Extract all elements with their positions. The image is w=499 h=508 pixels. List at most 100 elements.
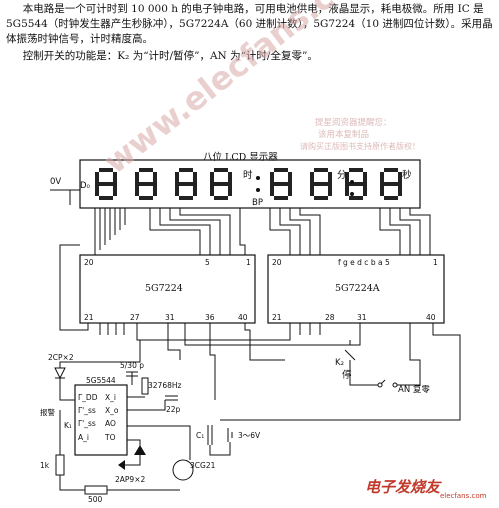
ic-left-pin-40: 40 — [238, 313, 248, 322]
lcd-segment — [228, 172, 232, 184]
osc-pin-r0: X_i — [105, 393, 116, 402]
lcd-digit — [380, 168, 402, 200]
ov-label: 0V — [50, 177, 61, 187]
lcd-segment — [95, 184, 99, 196]
lcd-segment — [310, 184, 314, 196]
ic-right-pin-31: 31 — [357, 313, 367, 322]
lcd-segment — [363, 184, 367, 196]
lcd-segment — [345, 184, 349, 196]
ic-bottom-wires — [59, 244, 461, 421]
lcd-segment — [139, 182, 153, 186]
lcd-digit — [210, 168, 232, 200]
osc-ic-name: 5G5544 — [86, 376, 116, 385]
osc-pin-l1: Γ'_ss — [78, 406, 96, 415]
lcd-segment — [270, 184, 274, 196]
lcd-segment — [99, 168, 113, 172]
resistor-1k-label: 1k — [40, 461, 50, 470]
lcd-segment — [139, 168, 153, 172]
osc-pin-l2: Γ'_ss — [78, 419, 96, 428]
oscillator-section: 5G5544 Γ_DD Γ'_ss Γ'_ss A_i X_i X_o AO T… — [40, 340, 261, 504]
lcd-digit — [345, 168, 367, 200]
lcd-segment — [99, 196, 113, 200]
alarm-label: 报警 — [40, 407, 55, 417]
description-para-1: 本电路是一个可计时到 10 000 h 的电子钟电路，可用电池供电，液晶显示，耗… — [6, 3, 493, 45]
k2-label: K₂ — [335, 358, 344, 368]
lcd-segment — [153, 172, 157, 184]
ic-5g7224a: 5G7224A 20 f g e d c b a 5 1 21 28 31 40 — [267, 254, 445, 324]
watermark-notice-2: 该用本复制品 — [318, 129, 369, 140]
ic-left-pin-5: 5 — [205, 258, 210, 267]
ic-right-pin-28: 28 — [325, 313, 335, 322]
lcd-digit — [270, 168, 292, 200]
lcd-segment — [135, 172, 139, 184]
k1-label: K₁ — [64, 421, 72, 430]
lcd-digit — [175, 168, 197, 200]
ic-left-pin-1: 1 — [246, 258, 251, 267]
osc-pin-r2: AO — [105, 419, 116, 428]
lcd-segment — [153, 184, 157, 196]
diode-label: 2AP9×2 — [115, 475, 145, 484]
lcd-segment — [179, 196, 193, 200]
lcd-segment — [210, 172, 214, 184]
lcd-segment — [214, 168, 228, 172]
ic-right-pin-40: 40 — [426, 313, 436, 322]
led-label: 2CP×2 — [48, 353, 74, 362]
lcd-segment — [113, 172, 117, 184]
lcd-segment — [175, 172, 179, 184]
description-text: 本电路是一个可计时到 10 000 h 的电子钟电路，可用电池供电，液晶显示，耗… — [6, 2, 494, 66]
lcd-segment — [310, 172, 314, 184]
lcd-segment — [349, 168, 363, 172]
lcd-segment — [274, 168, 288, 172]
lcd-segment — [328, 184, 332, 196]
lcd-segment — [384, 182, 398, 186]
lcd-segment — [384, 168, 398, 172]
fixed-cap-label: 22p — [166, 405, 181, 414]
lcd-segment — [398, 172, 402, 184]
lcd-segment — [380, 172, 384, 184]
lcd-segment — [113, 184, 117, 196]
lcd-segment — [270, 172, 274, 184]
ic-left-pin-20: 20 — [84, 258, 94, 267]
watermark-notice: 提星阅资器提醒您： — [315, 117, 392, 128]
c1-label: C₁ — [196, 431, 204, 440]
lcd-segment — [288, 184, 292, 196]
ic-right-pin-21: 21 — [272, 313, 282, 322]
lcd-segment — [139, 196, 153, 200]
ic-left-pin-31: 31 — [165, 313, 175, 322]
display-bus-wires — [94, 208, 431, 255]
lcd-segment — [349, 182, 363, 186]
lcd-segment — [193, 184, 197, 196]
brand-name: 电子发烧友 — [365, 478, 442, 496]
ic-right-pins-top: f g e d c b a 5 — [338, 258, 390, 267]
k2-function: 停 — [342, 369, 352, 381]
trim-cap-label: 5/30 p — [120, 361, 144, 370]
osc-pin-r1: X_o — [105, 406, 119, 415]
lcd-segment — [179, 182, 193, 186]
lcd-digit — [95, 168, 117, 200]
an-switch-label: AN 复零 — [398, 384, 430, 395]
ic-left-pin-27: 27 — [130, 313, 140, 322]
lcd-segment — [380, 184, 384, 196]
lcd-segment — [228, 184, 232, 196]
lcd-segment — [99, 182, 113, 186]
lcd-digit — [310, 168, 332, 200]
lcd-segment — [214, 196, 228, 200]
lcd-segment — [135, 184, 139, 196]
lcd-segment — [179, 168, 193, 172]
lcd-segment — [349, 196, 363, 200]
lcd-segment — [288, 172, 292, 184]
lcd-segment — [398, 184, 402, 196]
ic-left-name: 5G7224 — [145, 283, 183, 294]
crystal-label: 32768Hz — [148, 381, 181, 390]
lcd-segment — [274, 196, 288, 200]
lcd-segment — [314, 196, 328, 200]
ic-left-pin-36: 36 — [205, 313, 215, 322]
bp-label: BP — [252, 198, 263, 208]
lcd-segment — [328, 172, 332, 184]
lcd-segment — [384, 196, 398, 200]
supply-label: 3～6V — [238, 431, 261, 440]
transistor-label: 3CG21 — [190, 461, 216, 470]
watermark-notice-3: 请购买正版图书支持原作者版权！ — [300, 141, 420, 151]
lcd-segment — [95, 172, 99, 184]
